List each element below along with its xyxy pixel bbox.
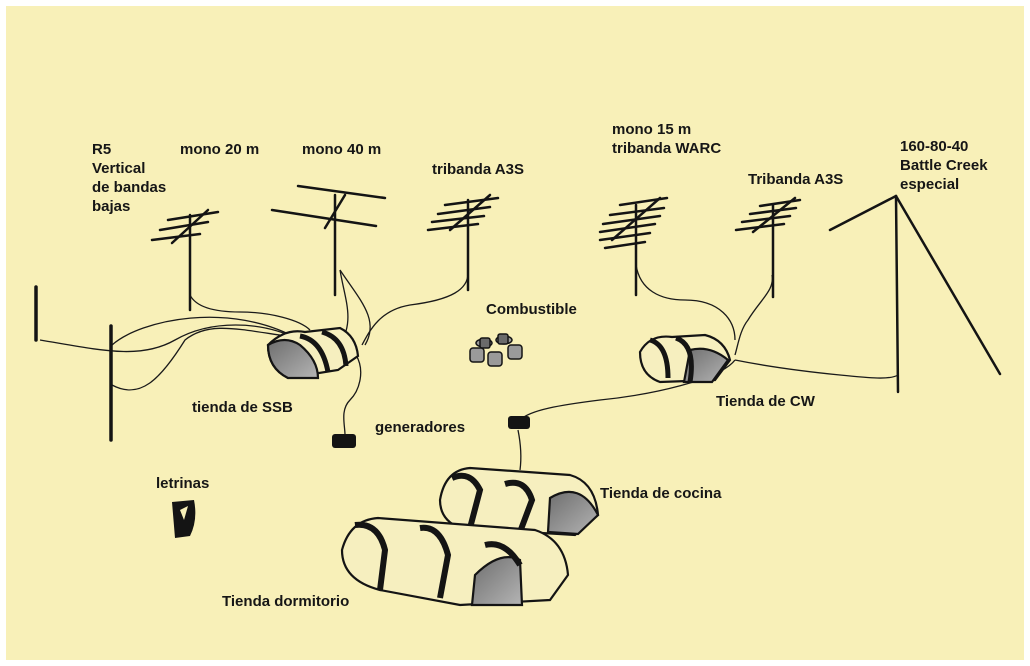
antenna-tribanda-a3s-left xyxy=(426,193,500,292)
label-tribanda-a3s-left: tribanda A3S xyxy=(432,161,524,178)
label-tienda-ssb: tienda de SSB xyxy=(192,399,293,416)
label-generadores: generadores xyxy=(375,419,466,436)
antenna-mono-15m-warc xyxy=(598,196,669,297)
label-mono-40m: mono 40 m xyxy=(302,141,382,158)
label-combustible: Combustible xyxy=(486,301,577,318)
antenna-mono-40m xyxy=(270,184,387,297)
label-tribanda-a3s-right: Tribanda A3S xyxy=(748,171,844,188)
fuel-drums xyxy=(469,333,523,367)
label-tienda-dormitorio: Tienda dormitorio xyxy=(222,593,350,610)
antenna-tribanda-a3s-right xyxy=(734,196,802,299)
tent-kitchen xyxy=(438,466,600,537)
label-r5-vertical: R5 Vertical de bandas bajas xyxy=(92,141,167,215)
antenna-battle-creek xyxy=(828,194,1002,394)
tent-ssb xyxy=(266,326,360,380)
tent-dormitory xyxy=(340,516,570,607)
label-letrinas: letrinas xyxy=(156,475,210,492)
feed-cables xyxy=(39,264,899,471)
vertical-antennas xyxy=(34,285,113,442)
latrine-icon xyxy=(172,500,196,538)
generator-left xyxy=(332,434,356,448)
label-battle-creek: 160-80-40 Battle Creek especial xyxy=(900,138,988,193)
generator-right xyxy=(508,416,530,429)
antenna-r5-yagi xyxy=(150,208,220,312)
tent-cw xyxy=(638,333,732,384)
label-mono-20m: mono 20 m xyxy=(180,141,260,158)
label-tienda-cocina: Tienda de cocina xyxy=(600,485,722,502)
label-mono-15m-warc: mono 15 m tribanda WARC xyxy=(612,121,722,157)
label-tienda-cw: Tienda de CW xyxy=(716,393,815,410)
